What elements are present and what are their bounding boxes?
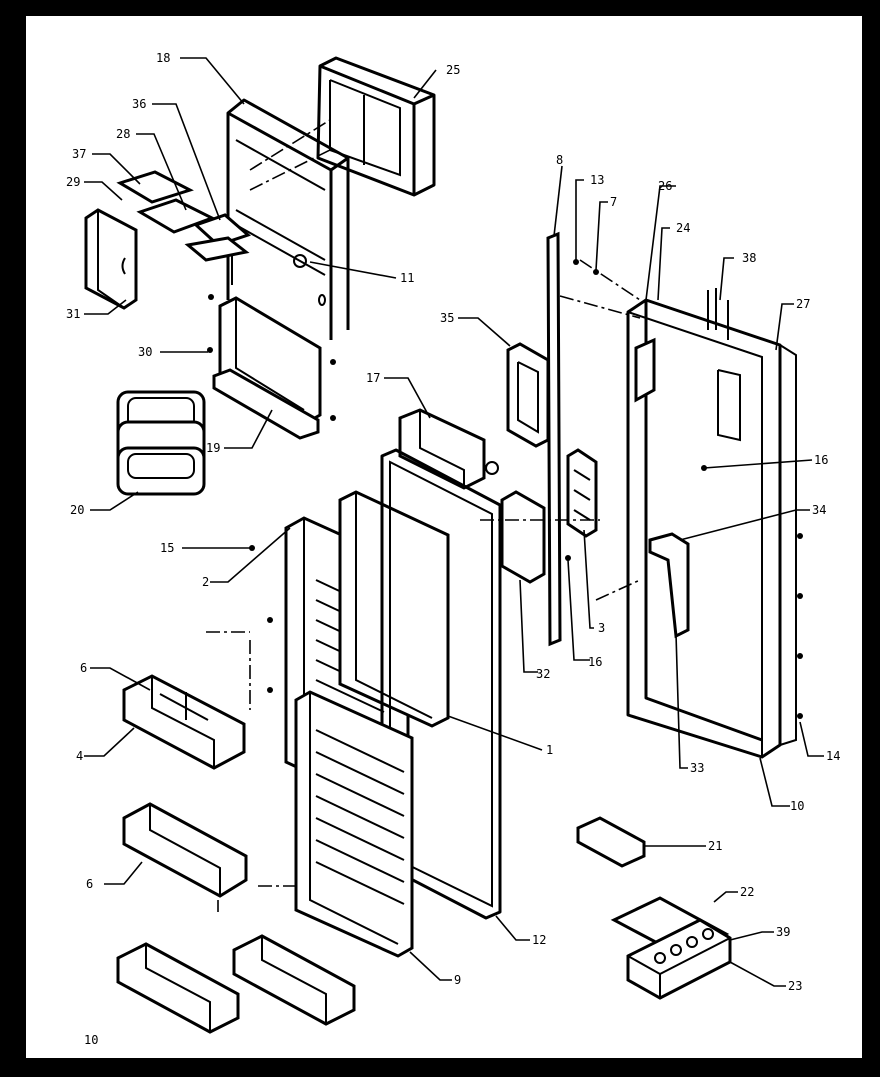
callout-20: 20 (70, 503, 84, 517)
part-8-vertical-strip (546, 231, 562, 647)
part-34-handle (648, 532, 690, 639)
callout-labels: 18 25 36 28 37 29 11 31 30 19 20 17 35 8… (66, 51, 840, 1047)
callout-15: 15 (160, 541, 174, 555)
callout-22: 22 (740, 885, 754, 899)
callout-30: 30 (138, 345, 152, 359)
callout-38: 38 (742, 251, 756, 265)
callout-37: 37 (72, 147, 86, 161)
callout-39: 39 (776, 925, 790, 939)
callout-18: 18 (156, 51, 170, 65)
callout-16-right: 16 (814, 453, 828, 467)
part-25-evaporator-box (316, 56, 436, 197)
callout-36: 36 (132, 97, 146, 111)
callout-3: 3 (598, 621, 605, 635)
part-21-drip-tray (576, 816, 646, 868)
callout-34: 34 (812, 503, 826, 517)
part-4-tray (122, 674, 246, 770)
part-31-small-door (84, 208, 138, 310)
callout-27: 27 (796, 297, 810, 311)
callout-31: 31 (66, 307, 80, 321)
part-10-fresh-food-door (626, 288, 797, 759)
part-37-shelf-plate (116, 170, 194, 204)
callout-17: 17 (366, 371, 380, 385)
callout-25: 25 (446, 63, 460, 77)
callout-1: 1 (546, 743, 553, 757)
leader-lines (84, 57, 824, 987)
part-19-drawer (207, 294, 336, 440)
callout-4: 4 (76, 749, 83, 763)
callout-8: 8 (556, 153, 563, 167)
callout-9: 9 (454, 973, 461, 987)
callout-33: 33 (690, 761, 704, 775)
callout-6-lower: 6 (86, 877, 93, 891)
assembly-lines (206, 119, 641, 912)
callout-10: 10 (790, 799, 804, 813)
callout-26: 26 (658, 179, 672, 193)
part-6-door-shelf (122, 802, 248, 898)
callout-14: 14 (826, 749, 840, 763)
part-36-shelf-plate (193, 213, 251, 247)
part-1-insulation (338, 490, 450, 728)
lower-door-bin-right (232, 934, 356, 1026)
part-17-motor-housing (398, 408, 499, 490)
callout-29: 29 (66, 175, 80, 189)
part-36b-bracket (184, 236, 250, 285)
callout-21: 21 (708, 839, 722, 853)
callout-6-upper: 6 (80, 661, 87, 675)
callout-12: 12 (532, 933, 546, 947)
sheet-number: 10 (84, 1033, 98, 1047)
part-35-dispenser-frame (506, 342, 550, 448)
lower-door-bin-left (116, 942, 240, 1034)
callout-19: 19 (206, 441, 220, 455)
callout-23: 23 (788, 979, 802, 993)
callout-24: 24 (676, 221, 690, 235)
part-32-panel (500, 490, 546, 584)
part-20-containers (116, 390, 206, 496)
callout-13: 13 (590, 173, 604, 187)
callout-28: 28 (116, 127, 130, 141)
callout-7: 7 (610, 195, 617, 209)
part-18-freezer-frame (226, 98, 350, 340)
callout-2: 2 (202, 575, 209, 589)
part-9-lower-liner (294, 690, 414, 958)
callout-32: 32 (536, 667, 550, 681)
part-3-grille (566, 448, 598, 538)
callout-11: 11 (400, 271, 414, 285)
callout-16-lower: 16 (588, 655, 602, 669)
callout-35: 35 (440, 311, 454, 325)
